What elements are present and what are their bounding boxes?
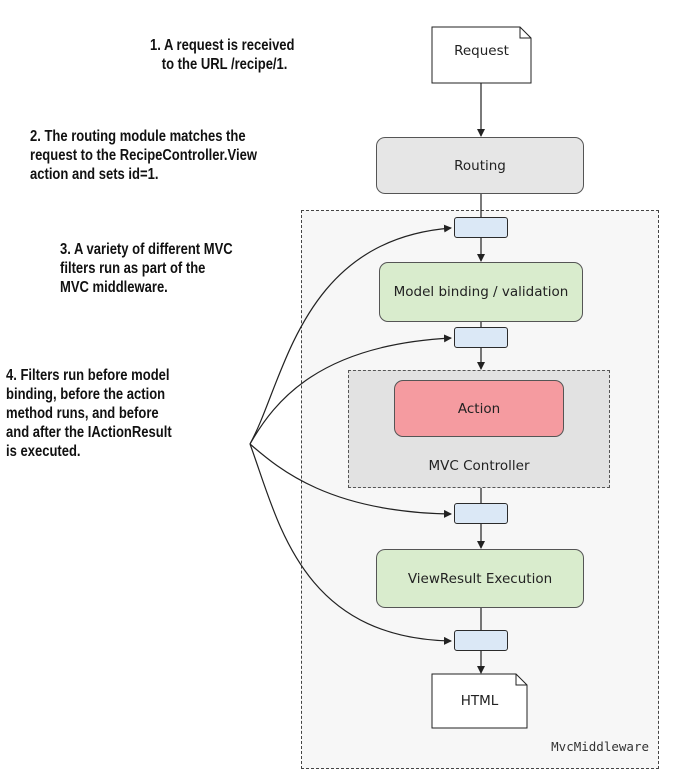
annotation-step-4: 4. Filters run before model binding, bef… <box>6 367 172 460</box>
model-binding-box: Model binding / validation <box>379 262 583 322</box>
view-result-box: ViewResult Execution <box>376 549 584 608</box>
request-label: Request <box>454 43 509 59</box>
filter-box-before-action <box>454 327 508 348</box>
filter-box-after-result <box>454 630 508 651</box>
mvc-controller-label: MVC Controller <box>428 458 530 474</box>
annotation-step-3: 3. A variety of different MVC filters ru… <box>60 241 233 296</box>
html-label: HTML <box>460 693 499 709</box>
curve-to-filter3 <box>249 443 452 518</box>
routing-box: Routing <box>376 137 584 194</box>
curve-to-filter2 <box>249 334 452 445</box>
mvc-middleware-label: MvcMiddleware <box>551 739 649 754</box>
action-box: Action <box>394 380 564 437</box>
annotation-step-2: 2. The routing module matches the reques… <box>30 128 257 183</box>
filter-box-before-binding <box>454 217 508 238</box>
curve-to-filter1 <box>249 224 452 445</box>
curve-to-filter4 <box>249 443 452 645</box>
annotation-step-1: 1. A request is received to the URL /rec… <box>150 37 295 73</box>
filter-box-before-result <box>454 503 508 524</box>
